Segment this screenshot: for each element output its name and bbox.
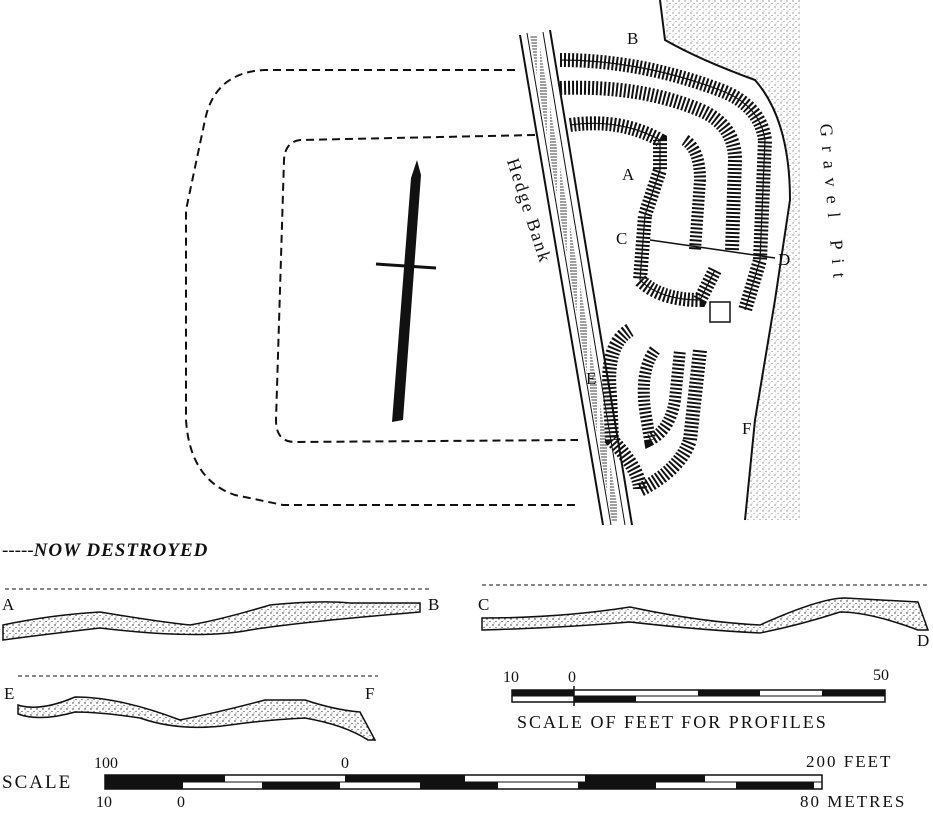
point-label-b: B	[627, 29, 639, 48]
point-label-a: A	[622, 165, 635, 184]
profile-scale-bar	[511, 686, 886, 706]
main-scale-metres-left: 10	[96, 794, 112, 811]
point-label-f: F	[742, 419, 752, 438]
destroyed-inner-bank	[274, 134, 579, 444]
main-scale-label: SCALE	[2, 772, 73, 793]
southern-earthwork	[602, 324, 707, 502]
outer-rampart	[559, 53, 773, 313]
main-scale-metres-zero: 0	[177, 794, 185, 811]
main-scale-bar	[104, 774, 823, 790]
profile-ab-end: B	[428, 595, 440, 614]
legend-text: NOW DESTROYED	[33, 540, 209, 561]
hedge-bank	[519, 29, 633, 526]
gravel-pit-edge	[659, 0, 800, 521]
building	[709, 301, 731, 323]
section-line-cd	[649, 239, 776, 259]
profile-ab-start: A	[2, 595, 15, 614]
profile-ef	[17, 696, 377, 741]
profile-ab	[2, 601, 421, 641]
profile-scale-tick-right: 50	[873, 667, 889, 684]
main-scale-feet-left: 100	[94, 755, 118, 772]
profile-ef-end: F	[365, 684, 375, 703]
point-label-c: C	[616, 229, 628, 248]
main-scale-metres-right: 80 METRES	[800, 792, 907, 811]
profile-cd	[481, 597, 930, 634]
profile-scale-tick-zero: 0	[568, 669, 576, 686]
profile-scale-tick-left: 10	[503, 669, 519, 686]
profile-cd-start: C	[478, 595, 490, 614]
profile-ef-start: E	[4, 684, 15, 703]
point-label-d: D	[778, 250, 791, 269]
profile-cd-end: D	[917, 631, 930, 650]
main-scale-feet-right: 200 FEET	[806, 752, 893, 771]
north-arrow	[375, 160, 437, 422]
legend-dash: -----	[2, 540, 34, 561]
profile-scale-caption: SCALE OF FEET FOR PROFILES	[517, 712, 828, 732]
destroyed-legend: -----NOW DESTROYED	[2, 540, 208, 562]
inner-rampart-a	[559, 80, 743, 308]
main-scale-feet-zero: 0	[341, 755, 349, 772]
destroyed-outer-bank	[185, 69, 575, 506]
point-label-e: E	[586, 369, 597, 388]
